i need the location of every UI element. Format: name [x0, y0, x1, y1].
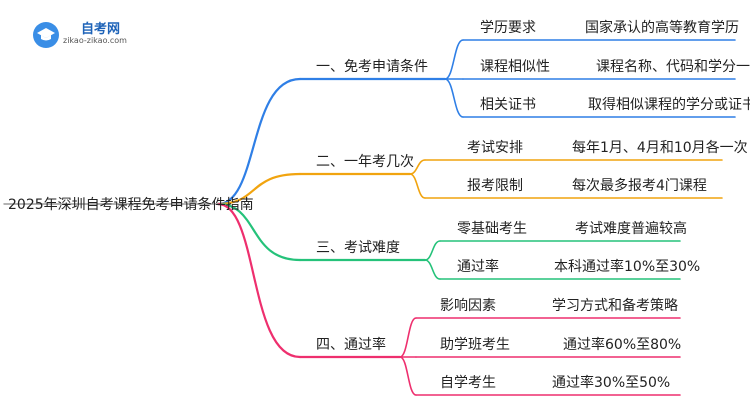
- branch-label: 三、考试难度: [316, 240, 400, 256]
- leaf-connector: [409, 173, 426, 199]
- logo-url: zikao-zikao.com: [63, 36, 127, 45]
- leaf-key: 零基础考生: [457, 221, 527, 237]
- leaf-connector: [444, 39, 464, 80]
- leaf-key: 课程相似性: [480, 59, 550, 75]
- site-logo: 自考网 zikao-zikao.com: [33, 18, 143, 50]
- branch-connector: [216, 172, 302, 206]
- root-topic: 2025年深圳自考课程免考申请条件指南: [8, 197, 254, 213]
- leaf-connector: [424, 259, 441, 280]
- leaf-value: 取得相似课程的学分或证书: [588, 97, 750, 113]
- leaf-value: 国家承认的高等教育学历: [585, 20, 739, 36]
- branch-connector: [216, 202, 302, 359]
- leaf-connector: [424, 240, 441, 261]
- leaf-value: 每次最多报考4门课程: [572, 178, 707, 194]
- leaf-connector: [399, 356, 417, 396]
- leaf-value: 通过率30%至50%: [552, 375, 671, 391]
- branch-label: 四、通过率: [316, 337, 386, 353]
- graduation-cap-icon: [33, 22, 59, 48]
- leaf-key: 影响因素: [440, 298, 496, 314]
- leaf-connector: [399, 317, 417, 358]
- leaf-value: 考试难度普遍较高: [575, 221, 687, 237]
- leaf-key: 考试安排: [467, 140, 523, 156]
- branch-label: 二、一年考几次: [316, 154, 414, 170]
- leaf-value: 本科通过率10%至30%: [554, 259, 701, 275]
- leaf-key: 自学考生: [440, 375, 496, 391]
- leaf-key: 报考限制: [467, 178, 523, 194]
- branch-connector: [216, 77, 302, 206]
- logo-name: 自考网: [81, 22, 121, 37]
- leaf-connector: [444, 78, 464, 118]
- leaf-key: 通过率: [457, 259, 499, 275]
- leaf-key: 学历要求: [480, 20, 536, 36]
- leaf-value: 通过率60%至80%: [563, 337, 682, 353]
- branch-label: 一、免考申请条件: [316, 59, 428, 75]
- leaf-value: 每年1月、4月和10月各一次: [572, 140, 748, 156]
- leaf-value: 课程名称、代码和学分一致: [596, 59, 750, 75]
- leaf-key: 相关证书: [480, 97, 536, 113]
- leaf-key: 助学班考生: [440, 337, 510, 353]
- leaf-value: 学习方式和备考策略: [552, 298, 678, 314]
- branch-connector: [216, 202, 302, 262]
